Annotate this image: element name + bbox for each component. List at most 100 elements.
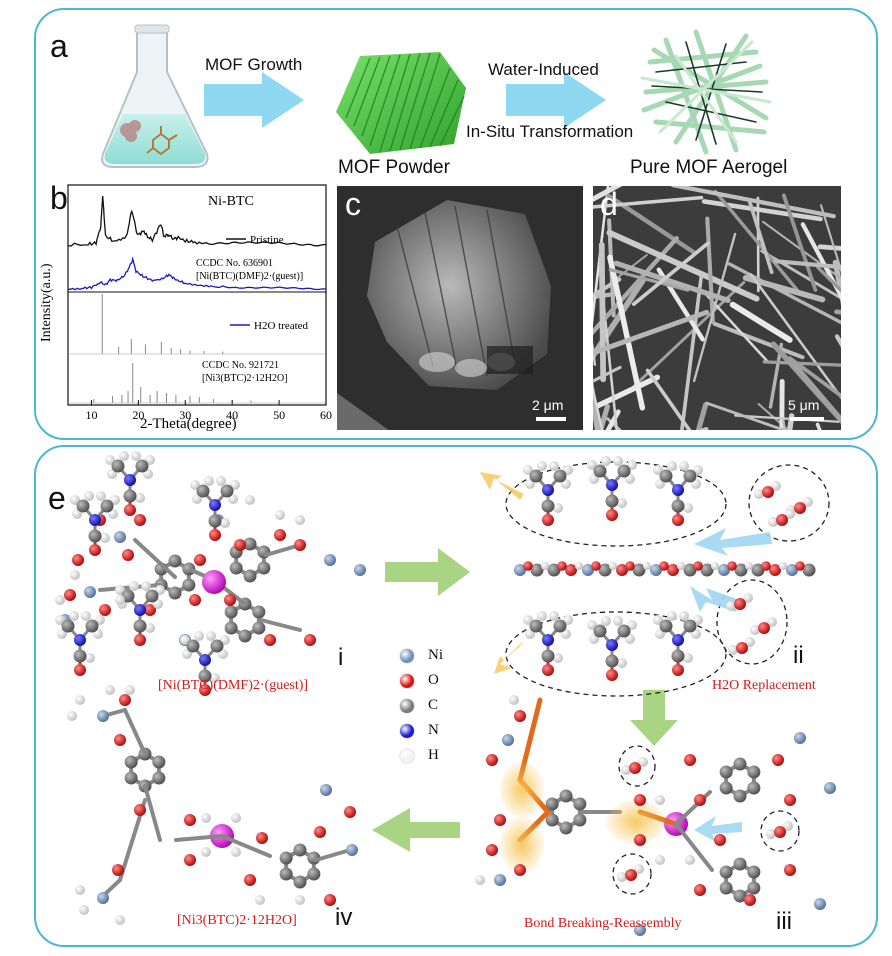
fiber [705,216,715,324]
mof-aerogel-illustration [640,29,772,155]
fiber [729,301,793,343]
sem-image-c [337,186,583,430]
fiber [671,186,836,219]
fiber [593,277,646,362]
caption-iii: Bond Breaking-Reassembly [524,916,682,931]
legend-label-h: H [428,747,439,763]
x-tick-label-20: 20 [132,408,144,422]
x-tick-label-50: 50 [273,408,285,422]
y-axis-label: Intensity(a.u.) [39,263,54,342]
fiber [593,186,623,202]
scale-bar-c-label: 2 μm [532,397,564,413]
fiber [692,232,737,383]
scale-bar-c [536,417,566,421]
label-ii: ii [793,642,804,669]
fiber [593,277,622,298]
fiber [749,273,841,400]
fiber [760,249,841,300]
x-tick-label-10: 10 [85,408,97,422]
fiber [762,360,841,367]
fiber [742,275,826,303]
x-tick-label-30: 30 [179,408,191,422]
fiber [819,204,841,274]
x-axis-label: 2-Theta(degree) [140,416,237,432]
fiber [593,380,601,430]
legend-label-o: O [428,672,439,688]
fiber [781,193,818,292]
legend-pristine: Pristine [250,234,284,246]
fiber [593,374,661,411]
sem-image-d [593,186,841,430]
legend-item-o: O [400,672,480,692]
panel-d-letter: d [600,186,618,222]
x-tick-label-40: 40 [226,408,238,422]
fiber [705,401,789,430]
fiber [680,274,704,430]
fiber [790,359,841,424]
ref2-line2: [Ni3(BTC)2·12H2O] [202,373,288,384]
caption-ii: H2O Replacement [712,678,816,693]
legend-item-n: N [400,722,480,742]
arrow-growth [204,72,304,128]
chart-title: Ni-BTC [208,194,254,209]
scale-bar-d-label: 5 μm [788,397,820,413]
legend-item-c: C [400,697,480,717]
legend-swatch-n [400,724,414,738]
legend-swatch-h [400,749,414,763]
fiber [613,260,731,304]
scale-bar-d [790,417,824,421]
fiber [645,368,692,430]
label-water-induced: Water-Induced [488,60,599,79]
fiber [593,186,610,325]
fiber [593,384,604,430]
series-line-h2o-treated [67,256,327,291]
fiber [787,356,841,399]
fiber [593,195,704,209]
legend-label-c: C [428,697,439,713]
legend-item-ni: Ni [400,647,480,667]
fiber [593,309,710,356]
fiber [747,198,774,275]
caption-i: [Ni(BTC)(DMF)2·(guest)] [158,678,309,693]
caption-iv: [Ni3(BTC)2·12H2O] [177,913,297,928]
ref2-line1: CCDC No. 921721 [202,360,279,371]
fiber [695,402,709,430]
panel-b-letter: b [50,180,68,216]
plot-frame [67,184,327,406]
label-iv: iv [335,904,353,931]
arrow-transform [506,72,606,128]
label-iii: iii [776,908,792,935]
label-pure-mof-aerogel: Pure MOF Aerogel [630,157,788,178]
legend-swatch-c [400,699,414,713]
mof-powder-illustration [336,52,466,154]
series-line-pristine [67,195,327,247]
panel-bottom [34,445,878,947]
fiber [607,254,646,411]
fiber [631,241,710,306]
fiber [832,259,841,306]
fiber [800,222,841,301]
fiber [779,378,785,430]
fiber [713,189,800,293]
panel-a-letter: a [50,28,68,64]
legend-h2o: H2O treated [254,320,309,332]
fiber [816,265,841,293]
legend-label-n: N [428,722,439,738]
fiber [773,259,841,270]
fiber [701,199,823,222]
legend-swatch-o [400,674,414,688]
panel-c-letter: c [345,186,361,222]
ref1-line2: [Ni(BTC)(DMF)2·(guest)] [196,271,303,282]
legend-swatch-ni [400,649,414,663]
x-tick-label-60: 60 [320,408,332,422]
label-mof-powder: MOF Powder [338,157,450,178]
fiber [712,321,805,360]
chart-ticks-group: 10 20 30 40 50 60 [85,400,332,422]
fiber [593,365,622,383]
panel-e-letter: e [48,480,66,516]
legend-label-ni: Ni [428,647,443,663]
label-in-situ: In-Situ Transformation [466,122,634,141]
label-mof-growth: MOF Growth [205,55,303,74]
fiber [608,268,690,292]
